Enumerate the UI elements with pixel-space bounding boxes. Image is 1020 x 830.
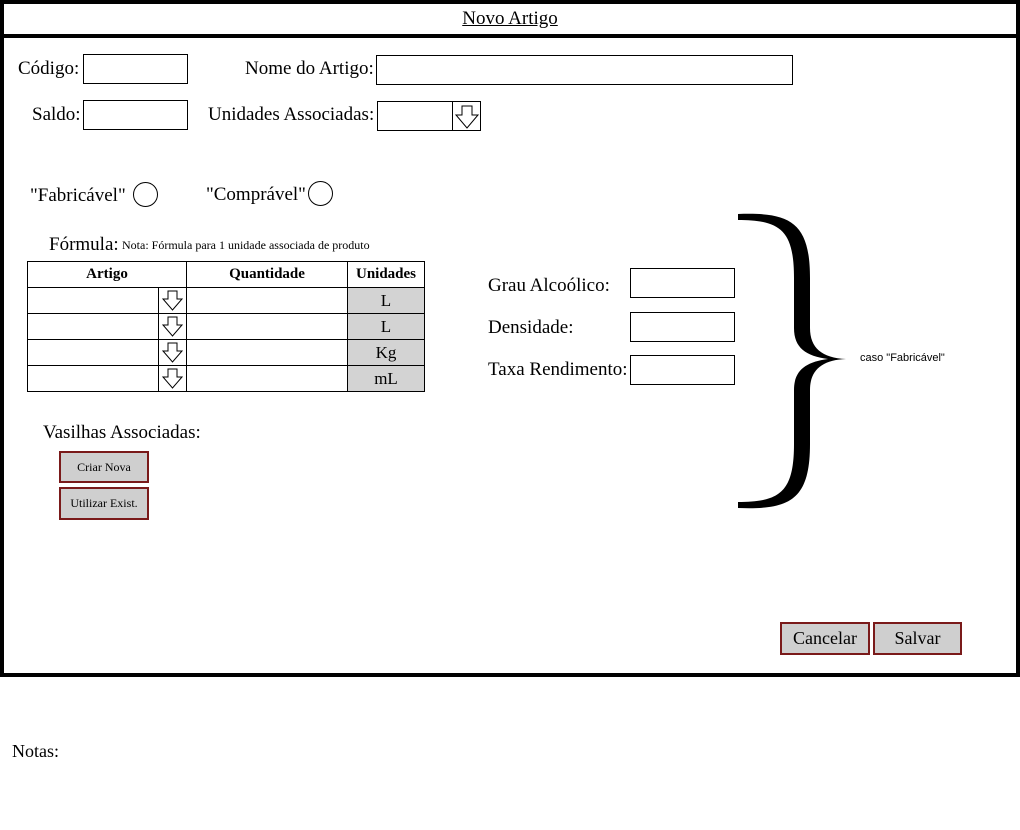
formula-header-unidades: Unidades (347, 261, 425, 288)
notas-label: Notas: (12, 741, 59, 761)
densidade-label: Densidade: (488, 317, 574, 338)
formula-quantidade-cell[interactable] (186, 365, 348, 392)
formula-header-quantidade: Quantidade (186, 261, 348, 288)
utilizar-existente-button[interactable]: Utilizar Exist. (59, 487, 149, 520)
taxa-rendimento-input[interactable] (630, 355, 735, 385)
formula-unidade-cell: L (347, 287, 425, 314)
formula-artigo-dropdown[interactable] (158, 288, 186, 313)
fabricavel-radio[interactable] (133, 182, 158, 207)
arrow-down-icon (161, 368, 184, 389)
formula-header-artigo: Artigo (27, 261, 187, 288)
densidade-input[interactable] (630, 312, 735, 342)
table-row: mL (27, 365, 425, 392)
vasilhas-label: Vasilhas Associadas: (43, 422, 201, 443)
fabricavel-label: "Fabricável" (30, 185, 126, 206)
save-button[interactable]: Salvar (873, 622, 962, 655)
taxa-rendimento-label: Taxa Rendimento: (488, 359, 628, 380)
formula-artigo-dropdown[interactable] (158, 314, 186, 339)
arrow-down-icon (161, 316, 184, 337)
formula-artigo-cell[interactable] (27, 287, 187, 314)
table-row: L (27, 313, 425, 340)
formula-artigo-dropdown[interactable] (158, 340, 186, 365)
criar-nova-button[interactable]: Criar Nova (59, 451, 149, 483)
caso-fabricavel-note: caso "Fabricável" (860, 352, 945, 364)
table-row: L (27, 287, 425, 314)
formula-label: Fórmula: (49, 234, 119, 255)
codigo-label: Código: (18, 58, 80, 79)
formula-artigo-cell[interactable] (27, 365, 187, 392)
unidades-associadas-label: Unidades Associadas: (208, 104, 375, 125)
formula-quantidade-cell[interactable] (186, 287, 348, 314)
formula-artigo-dropdown[interactable] (158, 366, 186, 391)
arrow-down-icon (454, 105, 480, 129)
grau-alcoolico-label: Grau Alcoólico: (488, 275, 610, 296)
grau-alcoolico-input[interactable] (630, 268, 735, 298)
table-row: Kg (27, 339, 425, 366)
formula-note: Nota: Fórmula para 1 unidade associada d… (122, 238, 370, 252)
title-bar: Novo Artigo (4, 4, 1016, 38)
formula-quantidade-cell[interactable] (186, 313, 348, 340)
curly-brace-icon (738, 213, 846, 509)
nome-artigo-input[interactable] (376, 55, 793, 85)
compravel-label: "Comprável" (206, 184, 306, 205)
arrow-down-icon (161, 290, 184, 311)
nome-artigo-label: Nome do Artigo: (245, 58, 374, 79)
formula-artigo-cell[interactable] (27, 313, 187, 340)
cancel-button[interactable]: Cancelar (780, 622, 870, 655)
codigo-input[interactable] (83, 54, 188, 84)
formula-table: Artigo Quantidade Unidades L L (27, 261, 425, 392)
compravel-radio[interactable] (308, 181, 333, 206)
formula-quantidade-cell[interactable] (186, 339, 348, 366)
unidades-dropdown-button[interactable] (452, 101, 481, 131)
saldo-input[interactable] (83, 100, 188, 130)
arrow-down-icon (161, 342, 184, 363)
dialog-title: Novo Artigo (462, 8, 558, 29)
formula-unidade-cell: Kg (347, 339, 425, 366)
formula-artigo-cell[interactable] (27, 339, 187, 366)
saldo-label: Saldo: (32, 104, 81, 125)
formula-unidade-cell: mL (347, 365, 425, 392)
formula-unidade-cell: L (347, 313, 425, 340)
dialog-window: Novo Artigo (0, 0, 1020, 677)
